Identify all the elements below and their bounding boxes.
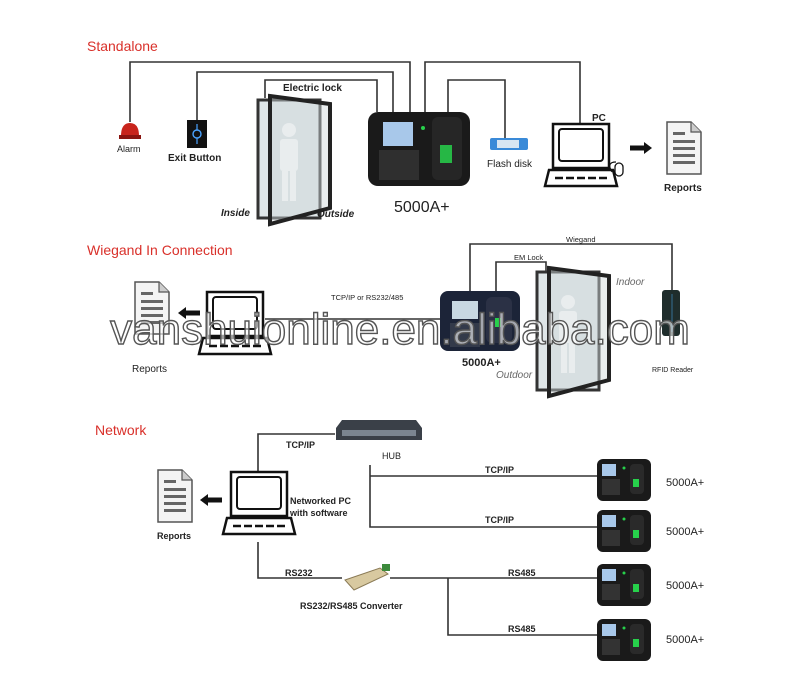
network-device-2: TCP/IP 5000A+ <box>485 510 704 552</box>
link-label: TCP/IP <box>485 515 514 525</box>
link-label: TCP/IP or RS232/485 <box>331 293 403 302</box>
indoor-label: Indoor <box>616 277 645 288</box>
flash-disk-icon <box>490 138 528 150</box>
flash-disk-label: Flash disk <box>487 159 533 170</box>
fingerprint-terminal-icon <box>368 112 470 186</box>
em-lock-label: EM Lock <box>514 253 543 262</box>
fingerprint-terminal-icon <box>597 564 651 606</box>
converter-label: RS232/RS485 Converter <box>300 601 403 611</box>
electric-lock-label: Electric lock <box>283 83 342 94</box>
alarm-label: Alarm <box>117 144 141 154</box>
section-title-network: Network <box>95 422 147 438</box>
section-title-wiegand: Wiegand In Connection <box>87 242 233 258</box>
network-device-1: TCP/IP 5000A+ <box>485 459 704 501</box>
standalone-wires <box>129 61 581 140</box>
watermark: vanshuionline.en.alibaba.com <box>110 305 690 354</box>
converter-icon <box>344 564 390 591</box>
outside-label: Outside <box>317 209 355 220</box>
link-label: RS485 <box>508 568 536 578</box>
rfid-reader-icon <box>662 290 680 336</box>
device-label: 5000A+ <box>666 634 704 646</box>
reports-label: Reports <box>132 364 167 375</box>
fingerprint-terminal-icon <box>597 619 651 661</box>
device-label: 5000A+ <box>666 580 704 592</box>
hub-icon <box>336 420 422 440</box>
tcpip-pc-label: TCP/IP <box>286 440 315 450</box>
rs232-label: RS232 <box>285 568 313 578</box>
device-label: 5000A+ <box>666 526 704 538</box>
wiegand-wires <box>469 243 673 292</box>
device-label: 5000A+ <box>394 199 450 216</box>
alarm-icon <box>119 123 141 139</box>
fingerprint-terminal-icon <box>597 510 651 552</box>
pc-label: PC <box>592 113 606 124</box>
arrow-right-icon <box>630 142 652 154</box>
pc-icon <box>543 122 619 188</box>
network-wires <box>257 433 597 636</box>
device-label: 5000A+ <box>462 357 501 369</box>
link-label: RS485 <box>508 624 536 634</box>
pc-label-line1: Networked PC <box>290 496 352 506</box>
door-icon <box>256 94 332 226</box>
wiegand-label: Wiegand <box>566 235 596 244</box>
fingerprint-terminal-icon <box>597 459 651 501</box>
fingerprint-terminal-icon <box>440 291 520 351</box>
reports-label: Reports <box>157 531 191 541</box>
reports-label: Reports <box>664 183 702 194</box>
section-title-standalone: Standalone <box>87 38 158 54</box>
report-icon <box>666 121 702 175</box>
exit-button-label: Exit Button <box>168 153 221 164</box>
pc-icon <box>221 470 297 536</box>
link-label: TCP/IP <box>485 465 514 475</box>
outdoor-label: Outdoor <box>496 370 533 381</box>
mouse-icon <box>609 161 624 177</box>
exit-button-icon <box>187 120 207 148</box>
inside-label: Inside <box>221 208 250 219</box>
network-device-3: RS485 5000A+ <box>508 564 704 606</box>
hub-label: HUB <box>382 451 401 461</box>
network-device-4: RS485 5000A+ <box>508 619 704 661</box>
pc-label-line2: with software <box>289 508 348 518</box>
device-label: 5000A+ <box>666 477 704 489</box>
arrow-left-icon <box>200 494 222 506</box>
report-icon <box>157 469 193 523</box>
reader-label: RFID Reader <box>652 367 694 374</box>
